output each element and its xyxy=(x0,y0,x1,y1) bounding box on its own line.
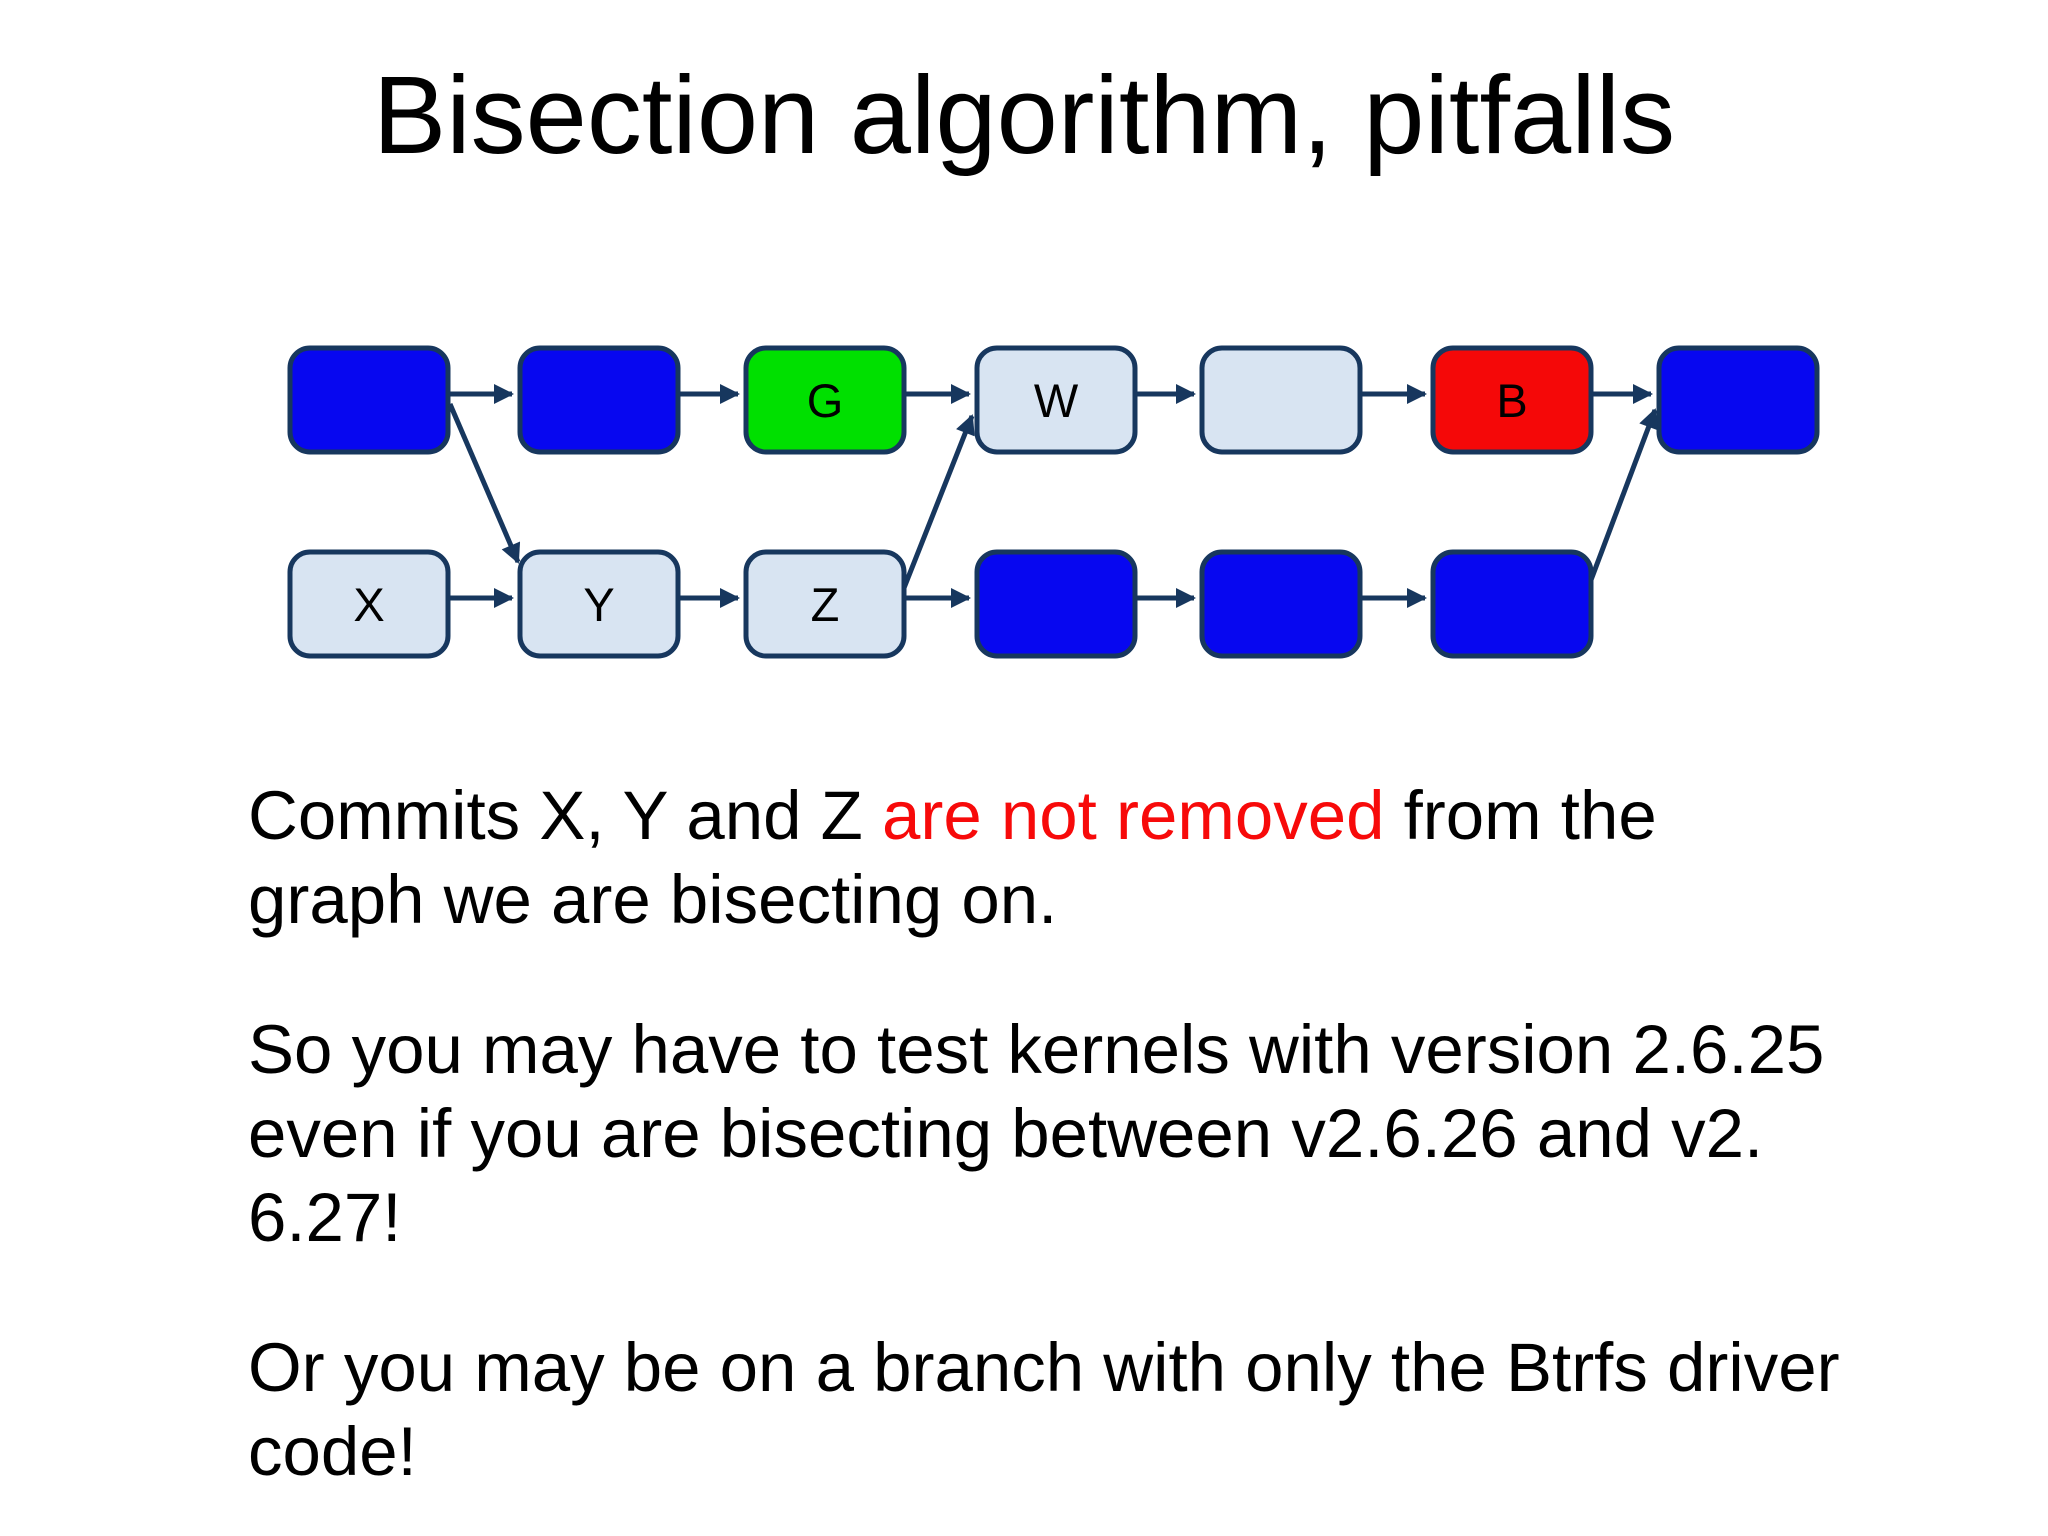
text-line: 6.27! xyxy=(248,1176,1840,1260)
text-segment: code! xyxy=(248,1413,417,1490)
highlighted-text: are not removed xyxy=(882,777,1385,854)
commit-node-label: G xyxy=(807,374,844,427)
commit-node-top-5 xyxy=(1199,345,1363,455)
arrow-edge xyxy=(901,414,975,589)
commit-node-label: B xyxy=(1496,374,1527,427)
commit-node-G xyxy=(743,345,907,455)
paragraph: Or you may be on a branch with only the … xyxy=(248,1326,1840,1494)
text-line: So you may have to test kernels with ver… xyxy=(248,1008,1840,1092)
text-line: Commits X, Y and Z are not removed from … xyxy=(248,774,1840,858)
paragraph: So you may have to test kernels with ver… xyxy=(248,1008,1840,1260)
commit-node-bot-6 xyxy=(1430,549,1594,659)
slide-body: Commits X, Y and Z are not removed from … xyxy=(248,774,1840,1494)
commit-node-X xyxy=(287,549,451,659)
commit-node-top-7 xyxy=(1656,345,1820,455)
commit-node-B xyxy=(1430,345,1594,455)
text-line: Or you may be on a branch with only the … xyxy=(248,1326,1840,1410)
commit-node-W xyxy=(974,345,1138,455)
text-segment: So you may have to test kernels with ver… xyxy=(248,1011,1825,1088)
text-line: graph we are bisecting on. xyxy=(248,858,1840,942)
commit-node-top-1 xyxy=(287,345,451,455)
text-segment: Commits X, Y and Z xyxy=(248,777,883,854)
commit-node-label: X xyxy=(353,578,384,631)
commit-node-bot-5 xyxy=(1199,549,1363,659)
arrow-edge xyxy=(1588,408,1659,581)
commit-node-Y xyxy=(517,549,681,659)
commit-node-label: Z xyxy=(811,578,840,631)
text-segment: from the xyxy=(1384,777,1657,854)
text-segment: even if you are bisecting between v2.6.2… xyxy=(248,1095,1764,1172)
commit-node-label: W xyxy=(1034,374,1079,427)
commit-node-top-2 xyxy=(517,345,681,455)
text-segment: 6.27! xyxy=(248,1179,402,1256)
text-segment: graph we are bisecting on. xyxy=(248,861,1058,938)
text-line: even if you are bisecting between v2.6.2… xyxy=(248,1092,1840,1176)
slide-title: Bisection algorithm, pitfalls xyxy=(372,54,1676,177)
commit-graph-diagram: G W B X Y Z xyxy=(287,345,1820,659)
commit-node-label: Y xyxy=(583,578,614,631)
commit-node-Z xyxy=(743,549,907,659)
commit-node-bot-4 xyxy=(974,549,1138,659)
arrow-edge xyxy=(447,403,521,564)
text-segment: Or you may be on a branch with only the … xyxy=(248,1329,1840,1406)
paragraph: Commits X, Y and Z are not removed from … xyxy=(248,774,1840,942)
text-line: code! xyxy=(248,1410,1840,1494)
